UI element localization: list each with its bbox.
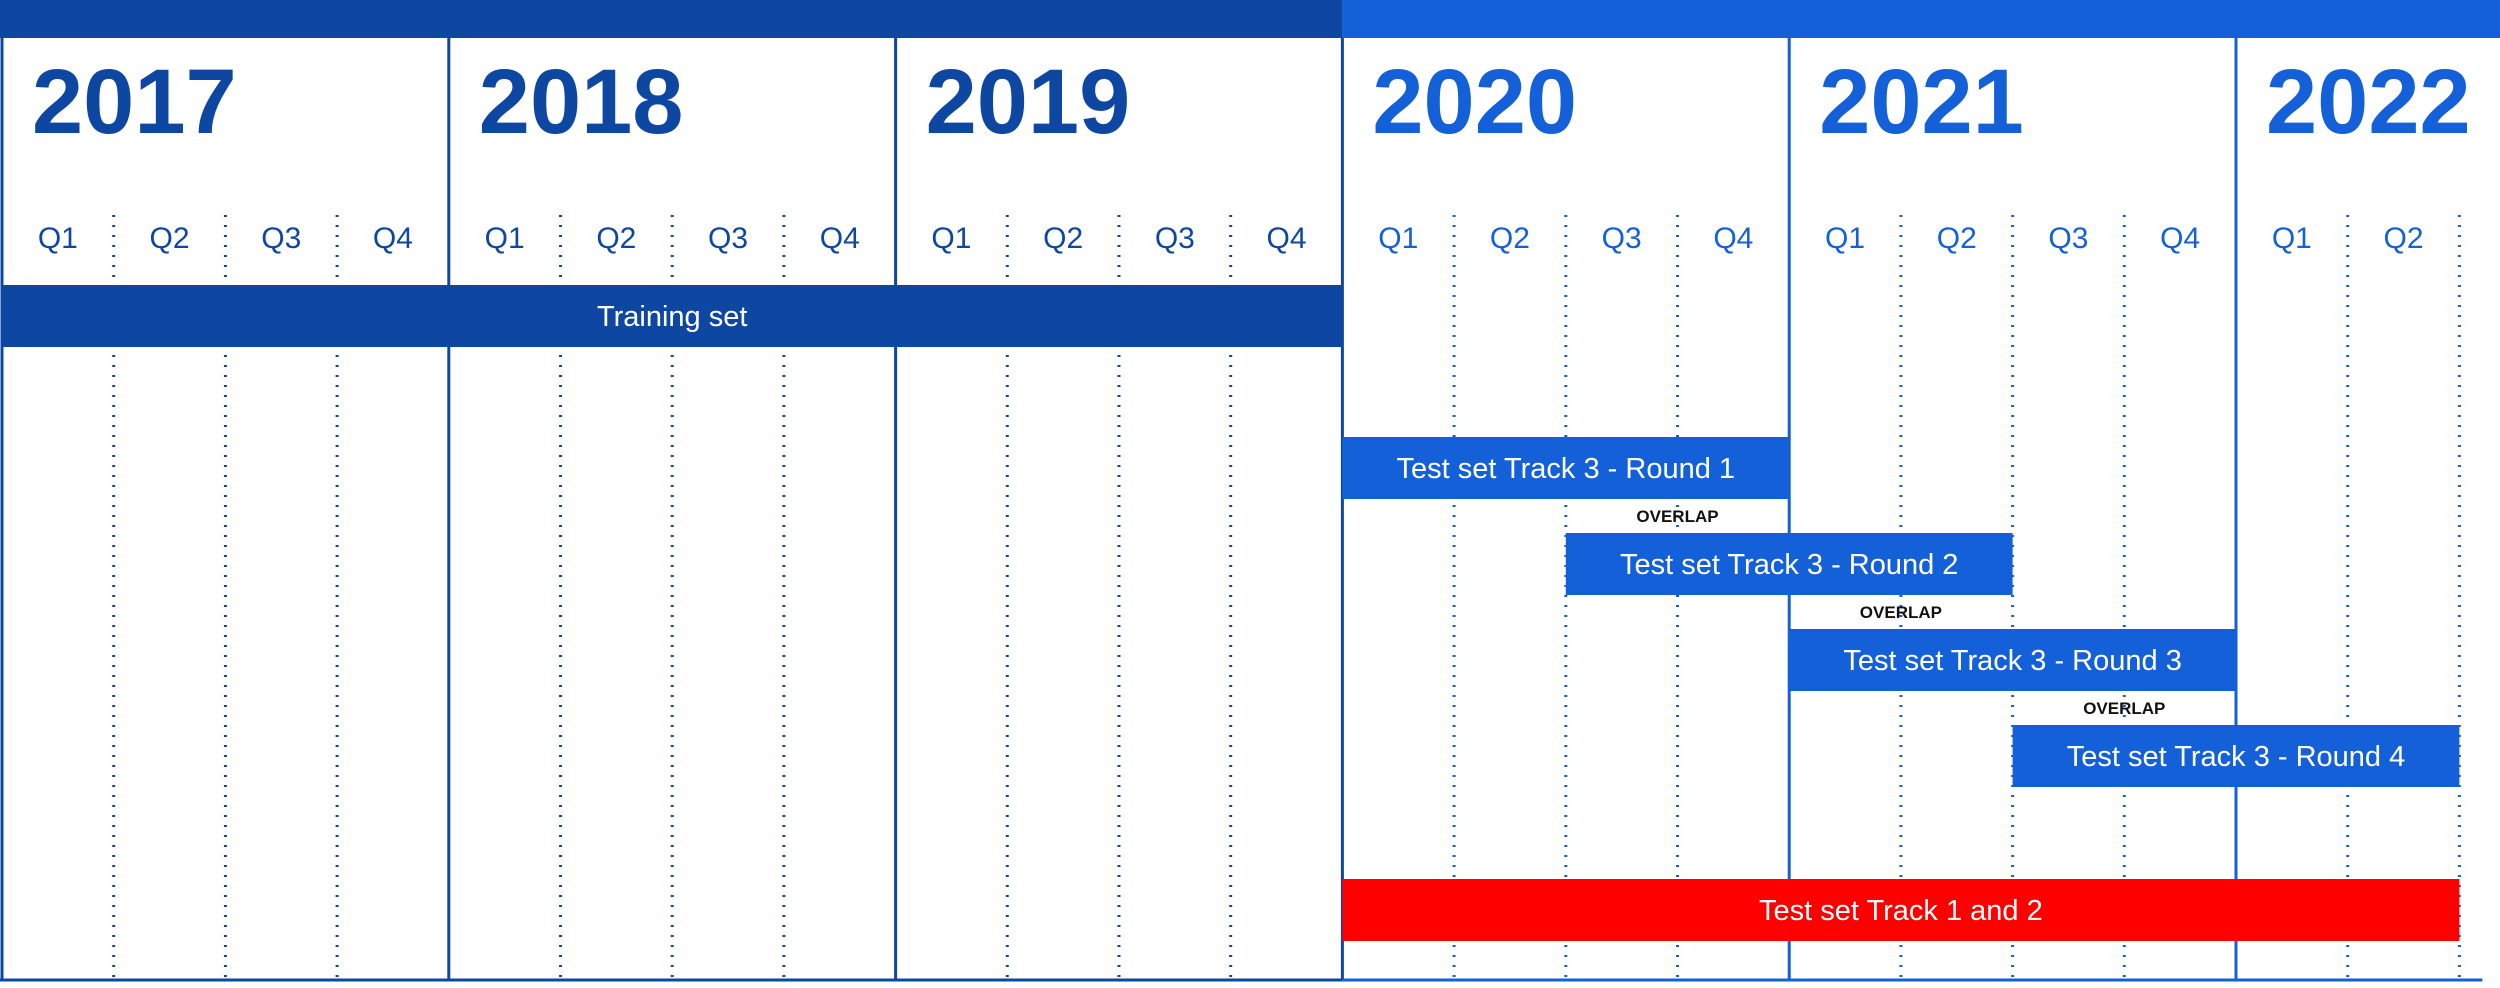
year-label: 2022 (2266, 51, 2471, 153)
quarter-label: Q2 (2384, 222, 2424, 255)
timeline-bar (1342, 879, 2460, 941)
quarter-label: Q4 (820, 222, 860, 255)
overlap-label: OVERLAP (1860, 603, 1942, 622)
bar-label: Test set Track 3 - Round 2 (1620, 549, 1958, 581)
timeline-bar (1342, 437, 1790, 499)
quarter-label: Q2 (1490, 222, 1530, 255)
bar-label: Test set Track 3 - Round 1 (1397, 453, 1735, 485)
quarter-label: Q3 (2048, 222, 2088, 255)
bar-label: Test set Track 3 - Round 4 (2067, 741, 2405, 773)
bar-label: Test set Track 3 - Round 3 (1843, 645, 2181, 677)
year-label: 2020 (1372, 51, 1577, 153)
header-band-training (0, 0, 1343, 38)
quarter-label: Q3 (261, 222, 301, 255)
timeline-bar (2012, 725, 2460, 787)
quarter-label: Q4 (373, 222, 413, 255)
quarter-label: Q2 (596, 222, 636, 255)
quarter-label: Q3 (1602, 222, 1642, 255)
overlap-label: OVERLAP (2083, 699, 2165, 718)
timeline-bar (1789, 629, 2236, 691)
quarter-label: Q1 (1378, 222, 1418, 255)
quarter-label: Q4 (1267, 222, 1307, 255)
year-label: 2018 (479, 51, 684, 153)
quarter-label: Q1 (1825, 222, 1865, 255)
overlap-label: OVERLAP (1636, 507, 1718, 526)
quarter-label: Q1 (2272, 222, 2312, 255)
year-label: 2017 (32, 51, 237, 153)
quarter-label: Q2 (1937, 222, 1977, 255)
quarter-label: Q2 (150, 222, 190, 255)
quarter-label: Q4 (2160, 222, 2200, 255)
quarter-label: Q1 (38, 222, 78, 255)
quarter-label: Q2 (1043, 222, 1083, 255)
year-label: 2021 (1819, 51, 2024, 153)
quarter-label: Q4 (1713, 222, 1753, 255)
quarter-label: Q1 (931, 222, 971, 255)
quarter-label: Q1 (485, 222, 525, 255)
bar-label: Training set (597, 301, 747, 333)
timeline-bar (2, 285, 1343, 347)
timeline-bar (1565, 533, 2013, 595)
bar-label: Test set Track 1 and 2 (1759, 895, 2043, 927)
year-label: 2019 (926, 51, 1131, 153)
quarter-label: Q3 (1155, 222, 1195, 255)
quarter-label: Q3 (708, 222, 748, 255)
header-band-test (1342, 0, 2500, 38)
